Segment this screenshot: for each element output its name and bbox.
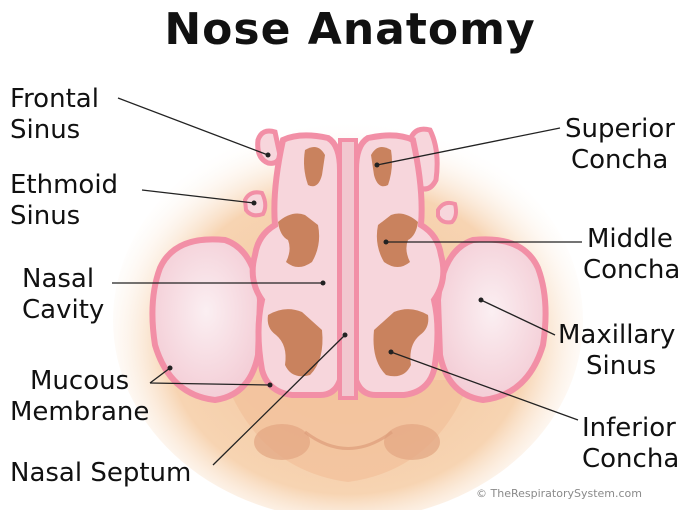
nasal-septum-shape xyxy=(338,138,358,400)
right-nostril xyxy=(384,424,440,460)
left-middle-concha xyxy=(278,213,320,267)
leader-mucous-2 xyxy=(149,382,271,386)
leader-superior-concha xyxy=(376,127,561,166)
label-maxillary-sinus: Maxillary Sinus xyxy=(558,320,676,381)
label-superior-concha: Superior Concha xyxy=(565,114,675,175)
label-middle-concha: Middle Concha xyxy=(583,224,681,285)
left-nostril xyxy=(254,424,310,460)
label-inferior-concha: Inferior Concha xyxy=(582,413,680,474)
leader-mucous-1 xyxy=(149,367,171,384)
left-maxillary-sinus xyxy=(149,236,264,404)
label-mucous-membrane: Mucous Membrane xyxy=(10,366,150,427)
nose-tip-curve xyxy=(304,430,393,450)
label-nasal-cavity: Nasal Cavity xyxy=(22,264,105,325)
leader-frontal-sinus xyxy=(117,97,269,156)
leader-ethmoid-sinus xyxy=(141,189,255,204)
right-middle-concha xyxy=(376,213,418,267)
right-inferior-concha xyxy=(373,309,429,377)
leader-nasal-septum xyxy=(212,334,346,466)
copyright-notice: © TheRespiratorySystem.com xyxy=(476,487,642,500)
left-inferior-concha xyxy=(267,309,323,377)
right-maxillary-sinus xyxy=(434,236,549,404)
leader-inferior-concha xyxy=(390,351,579,421)
left-superior-concha xyxy=(304,146,325,187)
leader-lines xyxy=(112,97,582,466)
label-frontal-sinus: Frontal Sinus xyxy=(10,84,99,145)
right-superior-concha xyxy=(371,146,392,187)
leader-maxillary-sinus xyxy=(480,299,556,336)
diagram-title: Nose Anatomy xyxy=(164,4,536,55)
label-nasal-septum: Nasal Septum xyxy=(10,458,192,488)
leader-dots xyxy=(167,152,484,388)
ethmoid-sinus-cell-right xyxy=(436,200,458,225)
label-ethmoid-sinus: Ethmoid Sinus xyxy=(10,170,119,231)
